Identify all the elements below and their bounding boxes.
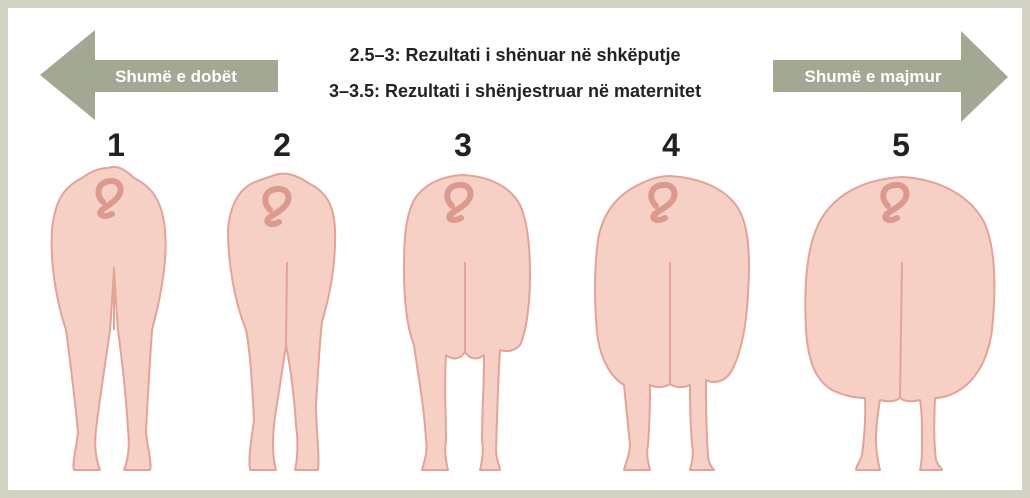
score-number-4: 4 — [662, 127, 680, 163]
arrow-right-fat: Shumë e majmur — [773, 31, 1008, 122]
score-number-3: 3 — [454, 127, 472, 163]
arrow-right-label: Shumë e majmur — [805, 67, 942, 86]
pig-rear-score-5 — [805, 177, 994, 470]
arrow-left-label: Shumë e dobët — [115, 67, 237, 86]
pig-rear-score-4 — [595, 176, 749, 470]
header-line-farrowing: 3–3.5: Rezultati i shënjestruar në mater… — [250, 81, 780, 102]
header-line-weaning: 2.5–3: Rezultati i shënuar në shkëputje — [250, 45, 780, 66]
score-number-1: 1 — [107, 127, 125, 163]
pig-rear-score-2 — [228, 174, 335, 470]
score-number-2: 2 — [273, 127, 291, 163]
score-number-5: 5 — [892, 127, 910, 163]
pig-rear-score-3 — [404, 175, 530, 470]
arrow-left-thin: Shumë e dobët — [40, 30, 278, 120]
